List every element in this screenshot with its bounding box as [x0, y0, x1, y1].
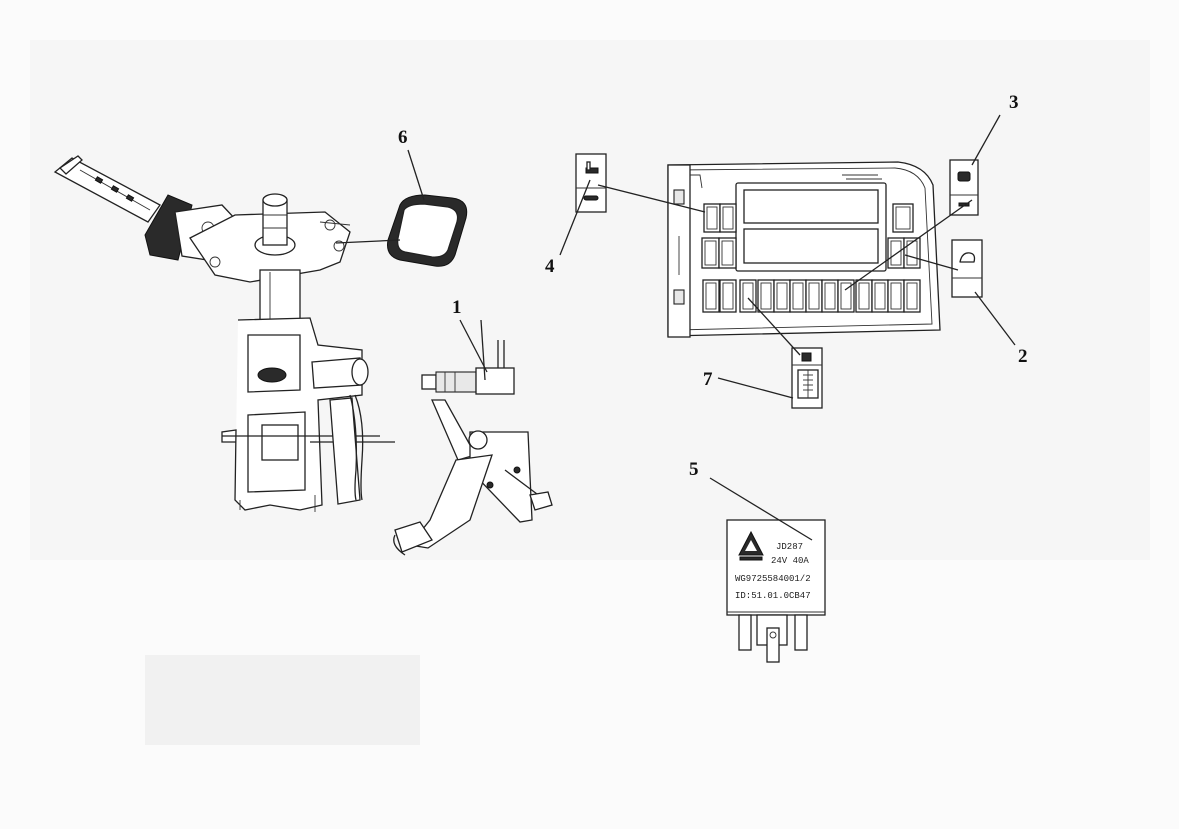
switch-button-inner: [808, 282, 820, 310]
switch-button: [773, 279, 791, 313]
relay-logo: [738, 530, 764, 561]
switch-button-inner: [895, 206, 911, 230]
switch-button-inner: [742, 282, 754, 310]
callout-5: 5: [689, 459, 699, 480]
switch-button-inner: [722, 282, 734, 310]
switch-button: [837, 279, 855, 313]
horn-cover-part: [335, 194, 468, 267]
callout-4: 4: [545, 256, 555, 277]
switch-button: [821, 279, 839, 313]
switch-button: [887, 279, 905, 313]
callout-3: 3: [1009, 92, 1019, 113]
switch-button-inner: [705, 282, 717, 310]
relay-id-label: ID:51.01.0CB47: [735, 591, 811, 601]
switch-button: [701, 237, 720, 269]
switch-button-grid: [701, 203, 921, 313]
switch-button: [789, 279, 807, 313]
relay-part: JD287 24V 40A WG9725584001/2 ID:51.01.0C…: [726, 519, 826, 663]
switch-button-inner: [792, 282, 804, 310]
switch-part-3: [949, 159, 979, 216]
switch-button-inner: [906, 282, 918, 310]
switch-part-7: [791, 347, 823, 409]
steering-column-assembly: [53, 155, 395, 512]
callout-7: 7: [703, 369, 713, 390]
switch-button: [719, 279, 737, 313]
switch-button: [702, 279, 720, 313]
switch-button: [703, 203, 721, 233]
switch-button-inner: [706, 206, 718, 230]
brake-switch-part: [421, 319, 515, 395]
leader-lines: [407, 114, 1016, 541]
switch-button: [871, 279, 889, 313]
switch-button: [855, 279, 873, 313]
combination-switch-stalk: [53, 155, 239, 263]
callout-1: 1: [452, 297, 462, 318]
switch-button-inner: [760, 282, 772, 310]
scan-blank-patch: [145, 655, 420, 745]
switch-button: [805, 279, 823, 313]
callout-2: 2: [1018, 346, 1028, 367]
relay-model-label: JD287: [776, 542, 803, 552]
switch-button-inner: [840, 282, 852, 310]
switch-button-inner: [722, 206, 734, 230]
relay-part-number-label: WG9725584001/2: [735, 574, 811, 584]
switch-button-inner: [890, 282, 902, 310]
column-bracket: [221, 317, 395, 512]
switch-button-inner: [890, 240, 902, 266]
pedal-assembly: [393, 399, 553, 556]
callout-6: 6: [398, 127, 408, 148]
scan-background: [30, 40, 1150, 560]
switch-button: [739, 279, 757, 313]
switch-button: [718, 237, 737, 269]
switch-button-inner: [906, 240, 918, 266]
switch-button-inner: [704, 240, 717, 266]
switch-button: [903, 279, 921, 313]
switch-button: [892, 203, 914, 233]
relay-rating-label: 24V 40A: [771, 556, 809, 566]
switch-button-inner: [874, 282, 886, 310]
switch-panel: [667, 161, 941, 338]
switch-button-inner: [721, 240, 734, 266]
switch-button: [757, 279, 775, 313]
switch-button: [887, 237, 905, 269]
switch-part-2: [951, 239, 983, 298]
switch-button-inner: [776, 282, 788, 310]
switch-button-inner: [858, 282, 870, 310]
switch-button: [719, 203, 737, 233]
switch-button-inner: [824, 282, 836, 310]
